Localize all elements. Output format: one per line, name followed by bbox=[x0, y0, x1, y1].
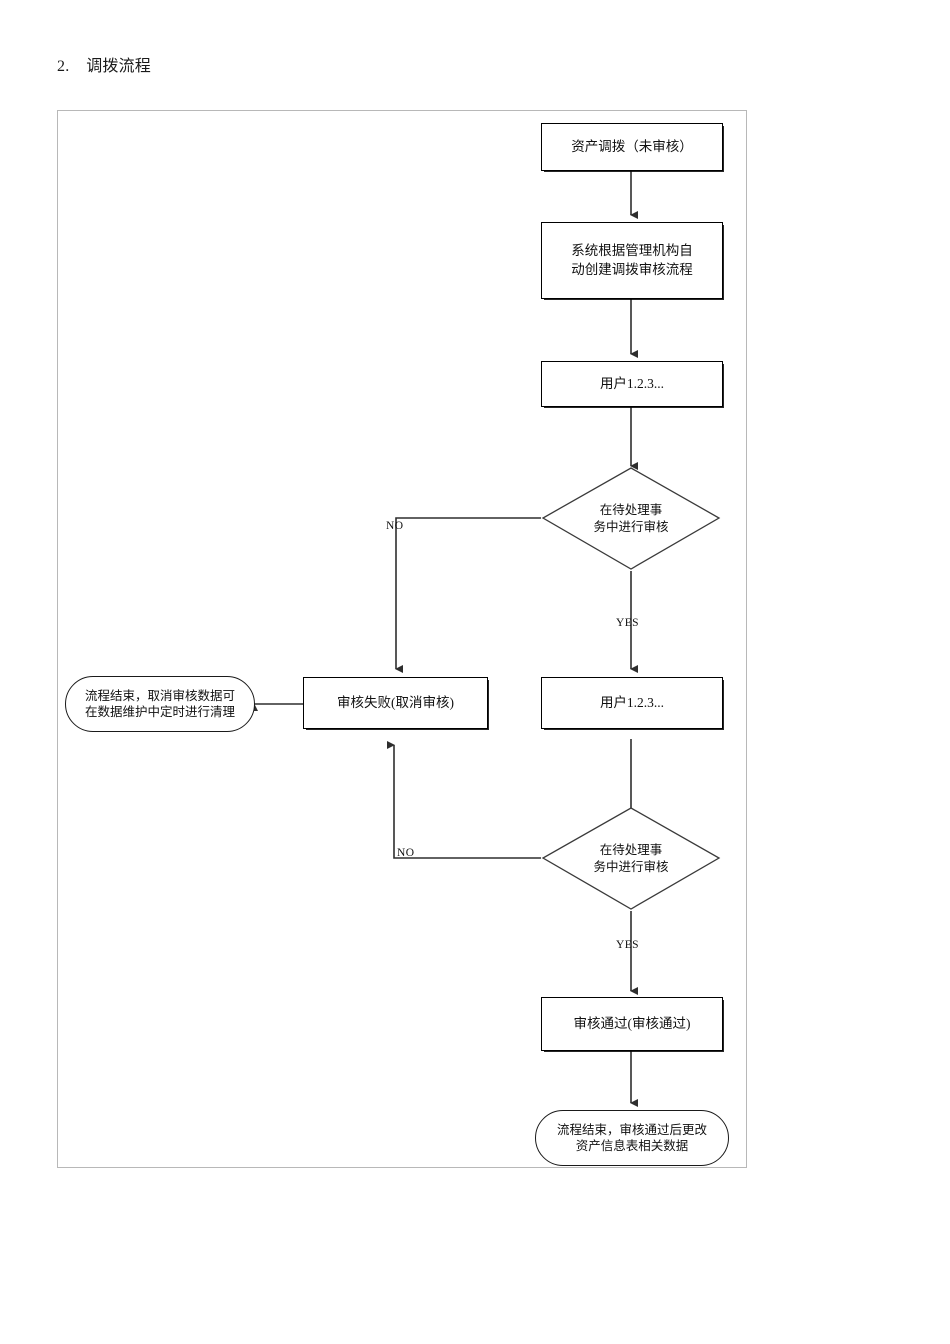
flowchart-frame: 资产调拨（未审核） 系统根据管理机构自 动创建调拨审核流程 用户1.2.3...… bbox=[57, 110, 747, 1168]
node-user-list-2[interactable]: 用户1.2.3... bbox=[541, 677, 723, 729]
node-label: 用户1.2.3... bbox=[599, 694, 665, 710]
node-audit-passed[interactable]: 审核通过(审核通过) bbox=[541, 997, 723, 1051]
node-system-auto-create-flow[interactable]: 系统根据管理机构自 动创建调拨审核流程 bbox=[541, 222, 723, 299]
node-asset-transfer-unaudited[interactable]: 资产调拨（未审核） bbox=[541, 123, 723, 171]
node-decision-review-pending-2[interactable]: 在待处理事 务中进行审核 bbox=[541, 806, 721, 911]
edge-label-yes-2: YES bbox=[616, 939, 639, 951]
node-label: 审核通过(审核通过) bbox=[573, 1015, 691, 1031]
diamond-shape bbox=[541, 807, 721, 910]
node-audit-failed-cancel[interactable]: 审核失败(取消审核) bbox=[303, 677, 488, 729]
page-title: 2. 调拨流程 bbox=[57, 58, 152, 75]
node-label: 资产调拨（未审核） bbox=[571, 138, 693, 154]
edge-d2-n4-no bbox=[387, 741, 541, 859]
node-terminal-flow-end-cancelled[interactable]: 流程结束，取消审核数据可 在数据维护中定时进行清理 bbox=[65, 676, 255, 732]
node-label: 在待处理事 务中进行审核 bbox=[593, 842, 669, 874]
node-terminal-flow-end-passed[interactable]: 流程结束，审核通过后更改 资产信息表相关数据 bbox=[535, 1110, 729, 1166]
diamond-shape bbox=[541, 467, 721, 570]
node-label: 流程结束，审核通过后更改 资产信息表相关数据 bbox=[556, 1122, 707, 1153]
node-decision-review-pending-1[interactable]: 在待处理事 务中进行审核 bbox=[541, 466, 721, 571]
edge-d1-n4-no bbox=[395, 517, 541, 673]
edge-label-yes-1: YES bbox=[616, 617, 639, 629]
edge-label-no-2: NO bbox=[397, 847, 415, 859]
edge-label-no-1: NO bbox=[386, 520, 404, 532]
node-label: 审核失败(取消审核) bbox=[337, 694, 454, 710]
node-label: 流程结束，取消审核数据可 在数据维护中定时进行清理 bbox=[84, 688, 235, 719]
node-label: 用户1.2.3... bbox=[599, 375, 665, 391]
node-label: 在待处理事 务中进行审核 bbox=[593, 502, 669, 534]
node-user-list-1[interactable]: 用户1.2.3... bbox=[541, 361, 723, 407]
node-label: 系统根据管理机构自 动创建调拨审核流程 bbox=[571, 243, 693, 277]
